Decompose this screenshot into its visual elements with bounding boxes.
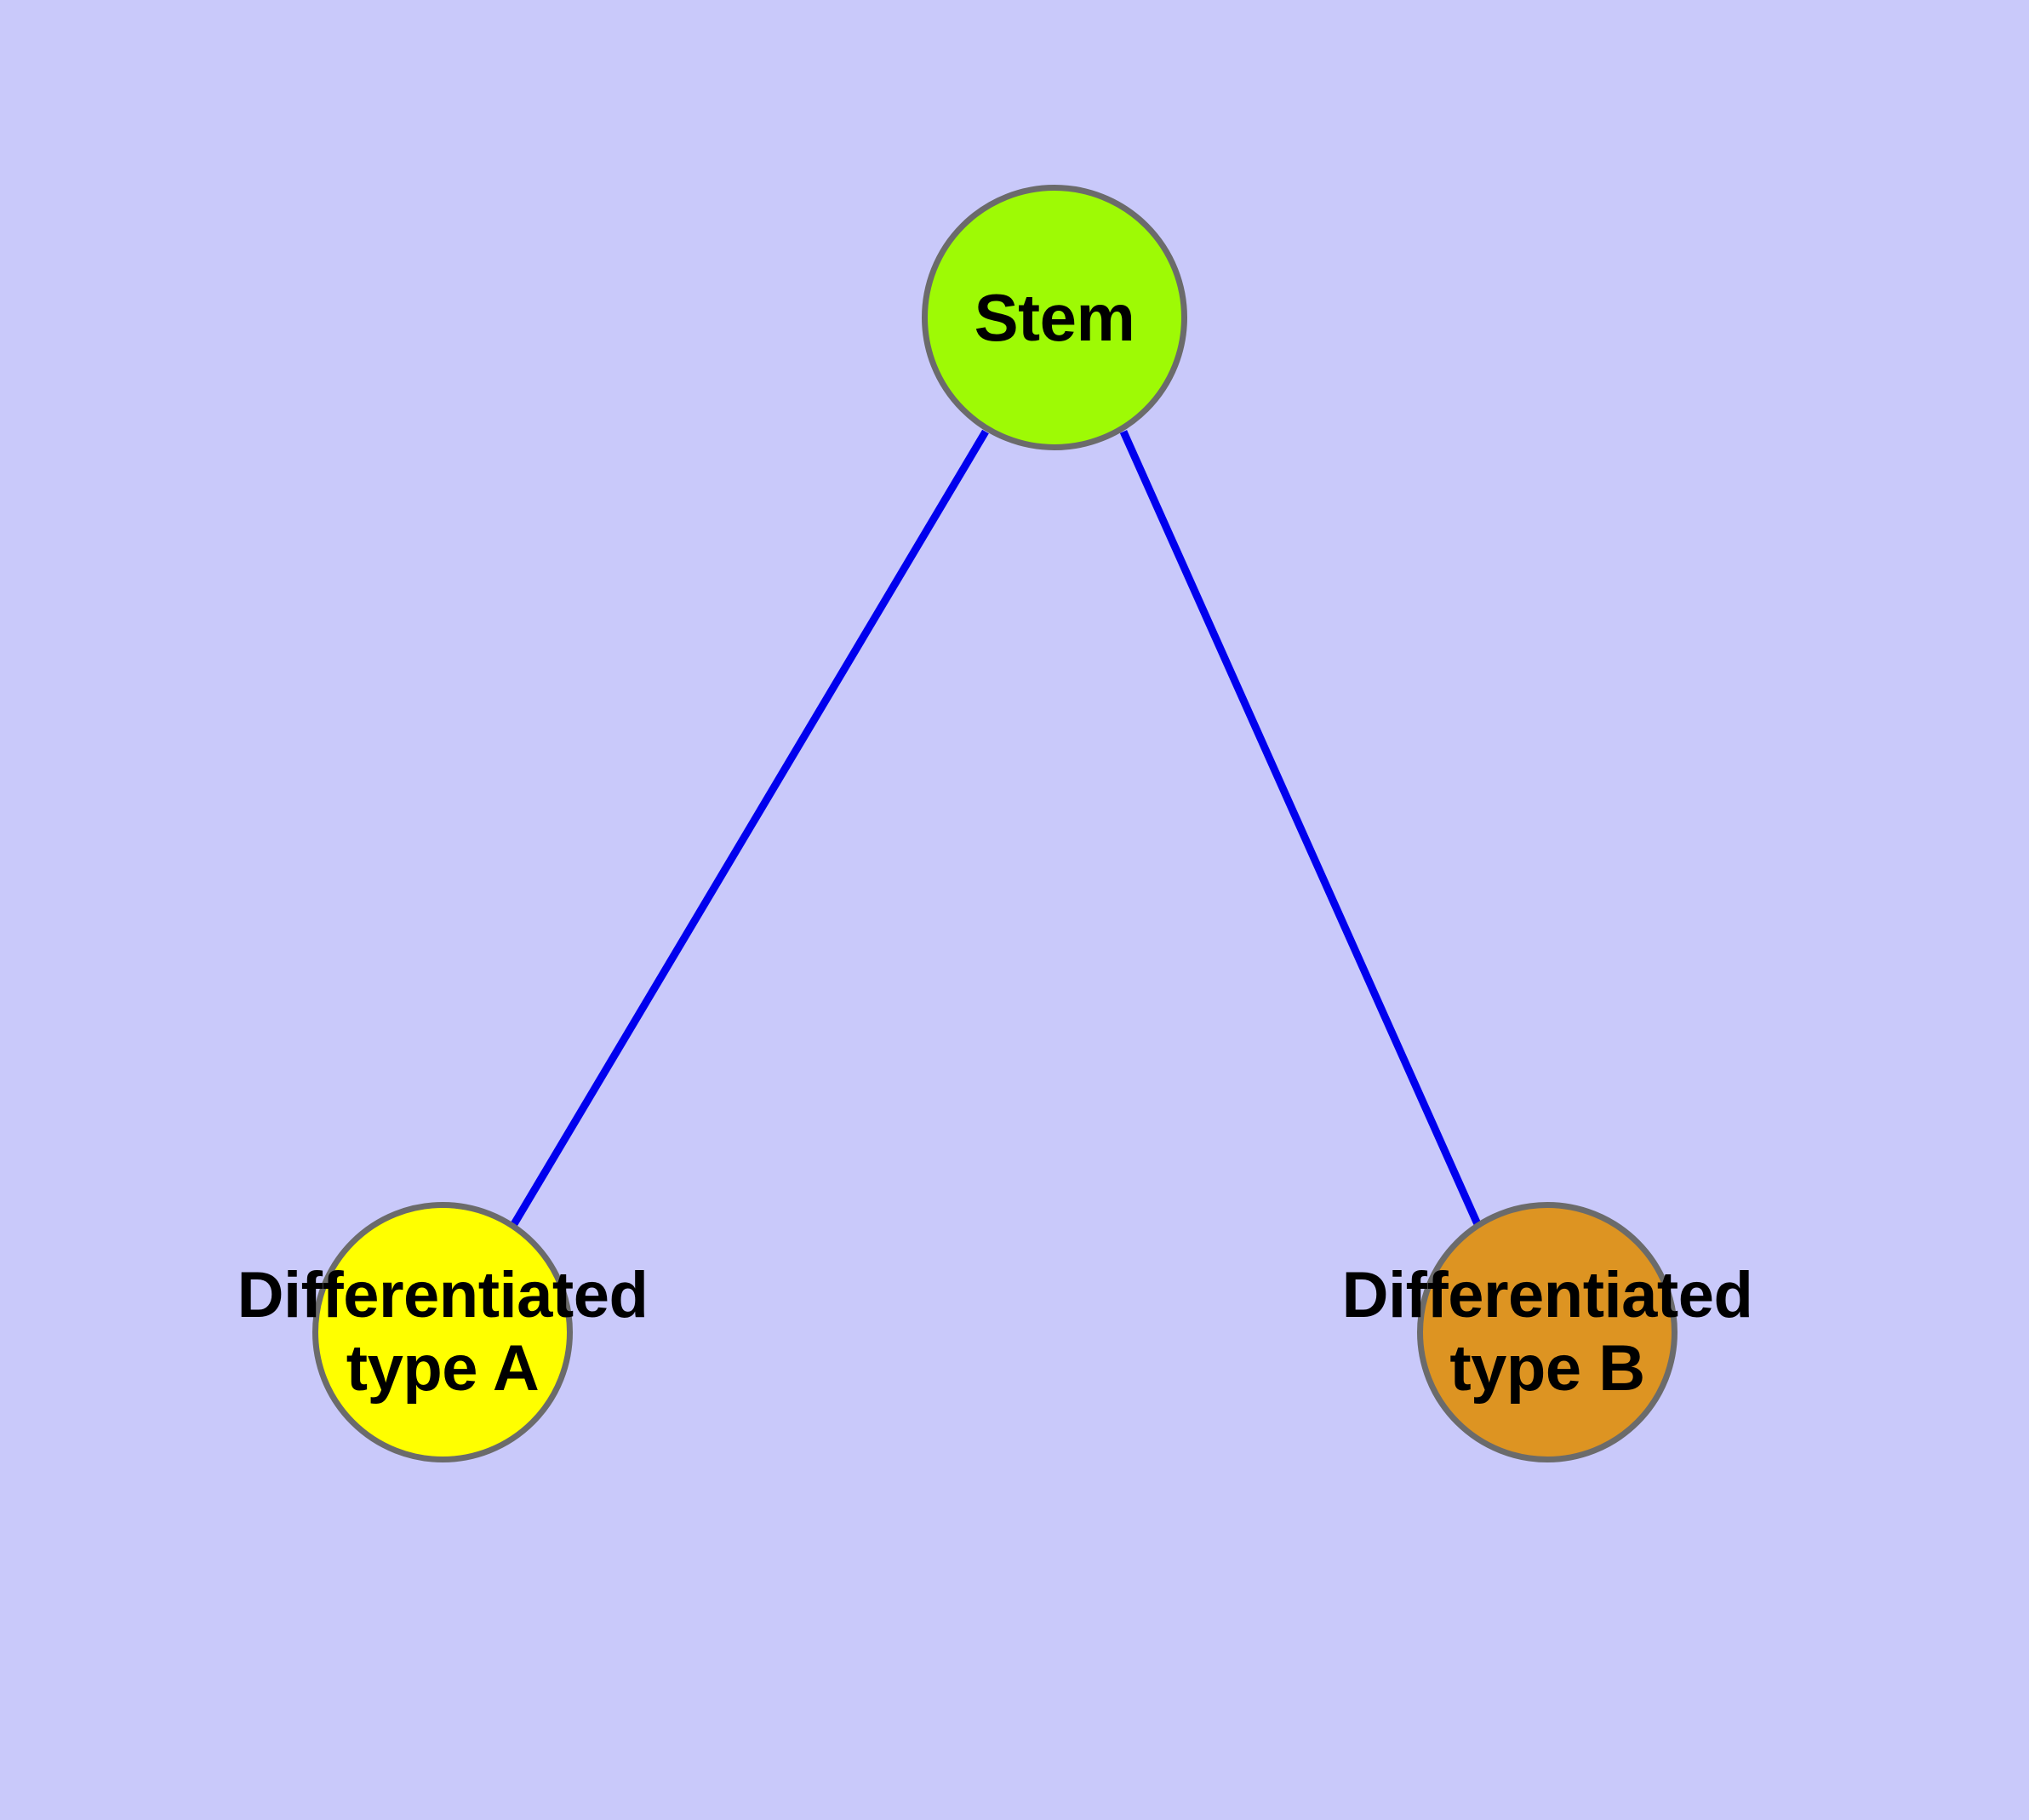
node-stem[interactable]: Stem: [922, 185, 1187, 450]
node-stem-circle: [922, 185, 1187, 450]
edge-stem-to-diff-a[interactable]: [511, 429, 989, 1227]
node-differentiated-type-b[interactable]: Differentiated type B: [1342, 1202, 1753, 1462]
node-differentiated-type-a[interactable]: Differentiated type A: [237, 1202, 649, 1462]
node-differentiated-type-a-circle: [312, 1202, 573, 1462]
edge-stem-to-diff-b[interactable]: [1119, 430, 1482, 1226]
node-differentiated-type-b-circle: [1417, 1202, 1677, 1462]
